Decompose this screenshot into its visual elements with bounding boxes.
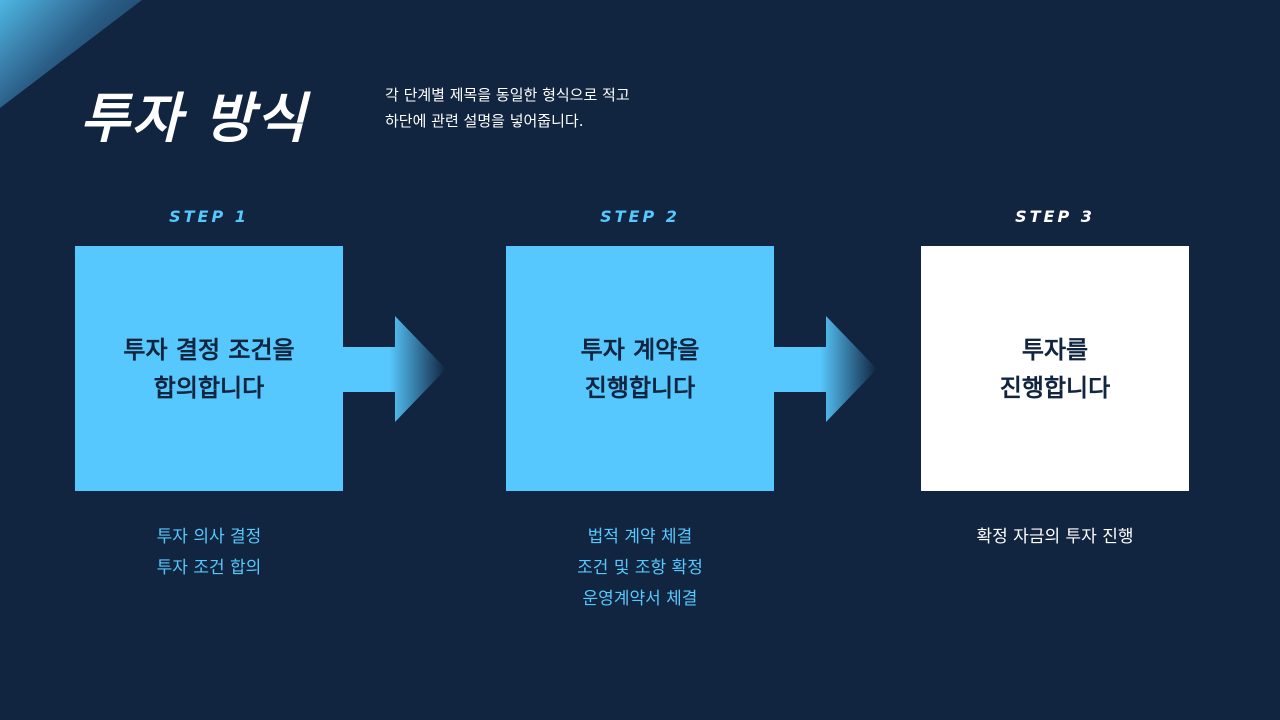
step-3-box-line: 투자를 — [1021, 335, 1089, 364]
step-1-desc-line: 투자 의사 결정 — [156, 527, 262, 547]
step-3-box-line: 진행합니다 — [999, 373, 1111, 402]
step-2-box-line: 진행합니다 — [584, 373, 696, 402]
step-2-box-line: 투자 계약을 — [580, 335, 700, 364]
step-3-description: 확정 자금의 투자 진행 — [921, 522, 1189, 553]
step-2-box: 투자 계약을 진행합니다 — [506, 246, 774, 491]
step-3-desc-line: 확정 자금의 투자 진행 — [976, 527, 1134, 547]
step-2-description: 법적 계약 체결 조건 및 조항 확정 운영계약서 체결 — [506, 522, 774, 615]
subtitle-line: 각 단계별 제목을 동일한 형식으로 적고 — [385, 86, 630, 104]
arrow-right-icon — [773, 316, 877, 422]
step-2-desc-line: 운영계약서 체결 — [582, 589, 698, 609]
step-2-desc-line: 조건 및 조항 확정 — [577, 558, 703, 578]
step-1-desc-line: 투자 조건 합의 — [156, 558, 262, 578]
step-3-label: STEP 3 — [1015, 207, 1095, 226]
page-subtitle: 각 단계별 제목을 동일한 형식으로 적고 하단에 관련 설명을 넣어줍니다. — [385, 82, 630, 134]
subtitle-line: 하단에 관련 설명을 넣어줍니다. — [385, 112, 584, 130]
step-1-box-line: 투자 결정 조건을 — [123, 335, 295, 364]
step-2-desc-line: 법적 계약 체결 — [587, 527, 693, 547]
step-1-label: STEP 1 — [169, 207, 249, 226]
page-title: 투자 방식 — [80, 87, 308, 150]
step-1-box-line: 합의합니다 — [153, 373, 265, 402]
arrow-right-icon — [343, 316, 446, 422]
step-3-box: 투자를 진행합니다 — [921, 246, 1189, 491]
step-1-description: 투자 의사 결정 투자 조건 합의 — [75, 522, 343, 584]
step-2-label: STEP 2 — [600, 207, 680, 226]
step-1-box: 투자 결정 조건을 합의합니다 — [75, 246, 343, 491]
